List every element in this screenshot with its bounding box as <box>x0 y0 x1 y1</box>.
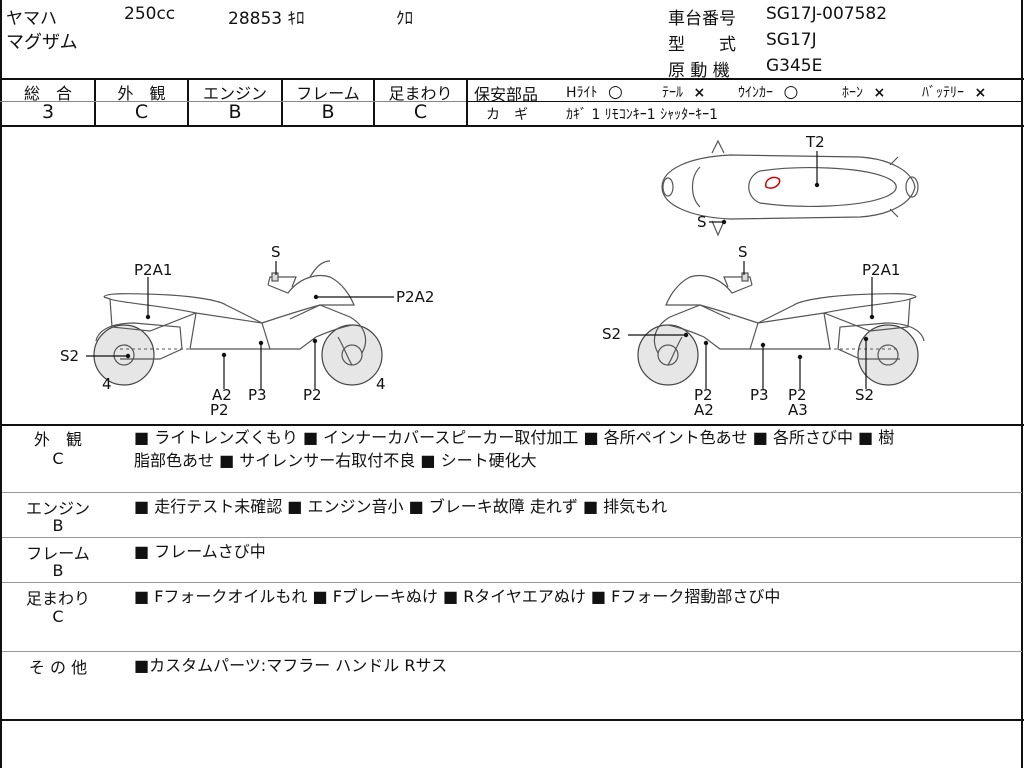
frame-no-label: 車台番号 <box>668 9 736 29</box>
label-right-s: S <box>738 243 748 261</box>
left-view-scooter <box>86 260 394 389</box>
label-left-s: S <box>271 243 281 261</box>
frame-no: SG17J-007582 <box>766 4 888 24</box>
horn-label: ﾎｰﾝ <box>842 85 863 101</box>
remark-exterior-line-1: ■ ライトレンズくもり ■ インナーカバースピーカー取付加工 ■ 各所ペイント色… <box>134 428 895 447</box>
safety-horn: ﾎｰﾝ × <box>842 82 885 102</box>
top-view-scooter <box>661 139 919 237</box>
label-top-t2: T2 <box>805 133 825 151</box>
label-left-p2c: P2 <box>303 386 322 404</box>
key-label: カ ギ <box>486 107 528 123</box>
exterior-label: 外 観 <box>117 84 166 103</box>
remark-frame-line-1: ■ フレームさび中 <box>134 542 266 561</box>
remark-divider <box>2 651 1022 652</box>
safety-tail: ﾃｰﾙ × <box>662 82 705 102</box>
displacement: 250cc <box>124 4 176 24</box>
remark-suspension-label: 足まわり <box>25 589 90 608</box>
suspension-grade: C <box>413 101 428 123</box>
remark-suspension-grade: C <box>52 607 64 626</box>
key-text: ｶｷﾞ 1 ﾘﾓｺﾝｷｰ1 ｼｬｯﾀｰｷｰ1 <box>566 107 719 123</box>
battery-mark: × <box>974 85 987 101</box>
label-left-p2b: P2 <box>210 401 229 419</box>
label-right-p2a1: P2A1 <box>862 261 900 279</box>
remark-divider <box>2 492 1022 493</box>
remark-engine-grade: B <box>52 516 64 535</box>
label-left-4a: 4 <box>102 375 112 393</box>
label-right-s2b: S2 <box>855 386 874 404</box>
winker-label: ｳｲﾝｶｰ <box>738 85 773 101</box>
grade-divider <box>466 78 468 126</box>
type-value: SG17J <box>766 30 817 50</box>
label-top-s: S <box>697 213 707 231</box>
color: ｸﾛ <box>396 9 413 29</box>
engine-model: G345E <box>766 56 823 76</box>
safety-label: 保安部品 <box>474 85 539 104</box>
remark-engine-label: エンジン <box>25 499 90 518</box>
label-left-4b: 4 <box>376 375 386 393</box>
label-left-p2a1: P2A1 <box>134 261 172 279</box>
remarks-bottom-rule <box>0 719 1024 721</box>
grade-row-top-rule <box>0 78 1024 80</box>
label-right-p3: P3 <box>750 386 769 404</box>
remark-exterior-label: 外 観 <box>33 430 82 449</box>
label-right-a2: A2 <box>694 401 714 419</box>
battery-label: ﾊﾞｯﾃﾘｰ <box>922 85 964 101</box>
remark-frame-grade: B <box>52 561 64 580</box>
label-right-p2b: P2 <box>788 386 807 404</box>
safety-winker: ｳｲﾝｶｰ ○ <box>738 82 798 102</box>
remark-divider <box>2 537 1022 538</box>
frame-label: フレーム <box>296 84 360 103</box>
grade-subrule <box>0 101 466 102</box>
grade-divider <box>94 78 96 126</box>
remark-suspension-line-1: ■ Fフォークオイルもれ ■ Fブレーキぬけ ■ Rタイヤエアぬけ ■ Fフォー… <box>134 587 781 606</box>
frame-grade: B <box>321 101 335 123</box>
label-left-s2: S2 <box>60 347 79 365</box>
label-left-p2a2: P2A2 <box>396 288 434 306</box>
safety-battery: ﾊﾞｯﾃﾘｰ × <box>922 82 986 102</box>
winker-mark: ○ <box>783 82 799 102</box>
right-border <box>1021 0 1023 768</box>
left-border <box>0 0 2 768</box>
remark-frame-label: フレーム <box>26 544 90 563</box>
headlight-mark: ○ <box>607 82 623 102</box>
grade-divider <box>373 78 375 126</box>
type-label: 型 式 <box>668 35 736 55</box>
grade-row-bottom-rule <box>0 125 1024 127</box>
engine-grade: B <box>228 101 242 123</box>
remark-other-line-1: ■カスタムパーツ:マフラー ハンドル Rサス <box>134 656 448 675</box>
horn-mark: × <box>873 85 886 101</box>
right-view-scooter <box>628 261 925 389</box>
damage-diagram: T2 S S P2A1 P2A2 S2 4 4 A2 <box>60 133 925 419</box>
maker-name: ヤマハ <box>6 9 57 29</box>
remark-other-label: そ の 他 <box>28 658 88 677</box>
remark-exterior-line-2: 脂部色あせ ■ サイレンサー右取付不良 ■ シート硬化大 <box>134 451 537 470</box>
grade-divider <box>281 78 283 126</box>
engine-model-label: 原 動 機 <box>668 61 730 81</box>
safety-divider <box>468 101 1022 102</box>
label-right-p2: P2 <box>694 386 713 404</box>
total-score: 3 <box>41 101 55 123</box>
label-right-s2a: S2 <box>602 325 621 343</box>
grade-divider <box>187 78 189 126</box>
label-left-p3: P3 <box>248 386 267 404</box>
remark-engine-line-1: ■ 走行テスト未確認 ■ エンジン音小 ■ ブレーキ故障 走れず ■ 排気もれ <box>134 497 668 516</box>
engine-label: エンジン <box>202 84 267 103</box>
mileage: 28853 ｷﾛ <box>228 9 305 29</box>
remarks-top-rule <box>0 424 1024 426</box>
tail-mark: × <box>693 85 706 101</box>
tail-label: ﾃｰﾙ <box>662 85 683 101</box>
remark-exterior-grade: C <box>52 449 64 468</box>
label-left-a2: A2 <box>212 386 232 404</box>
suspension-label: 足まわり <box>388 84 453 103</box>
total-label: 総 合 <box>23 84 72 103</box>
exterior-grade: C <box>134 101 149 123</box>
safety-headlight: Hﾗｲﾄ ○ <box>566 82 623 102</box>
label-right-a3: A3 <box>788 401 808 419</box>
headlight-label: Hﾗｲﾄ <box>566 85 598 101</box>
model-name: マグザム <box>6 32 78 53</box>
remark-divider <box>2 582 1022 583</box>
